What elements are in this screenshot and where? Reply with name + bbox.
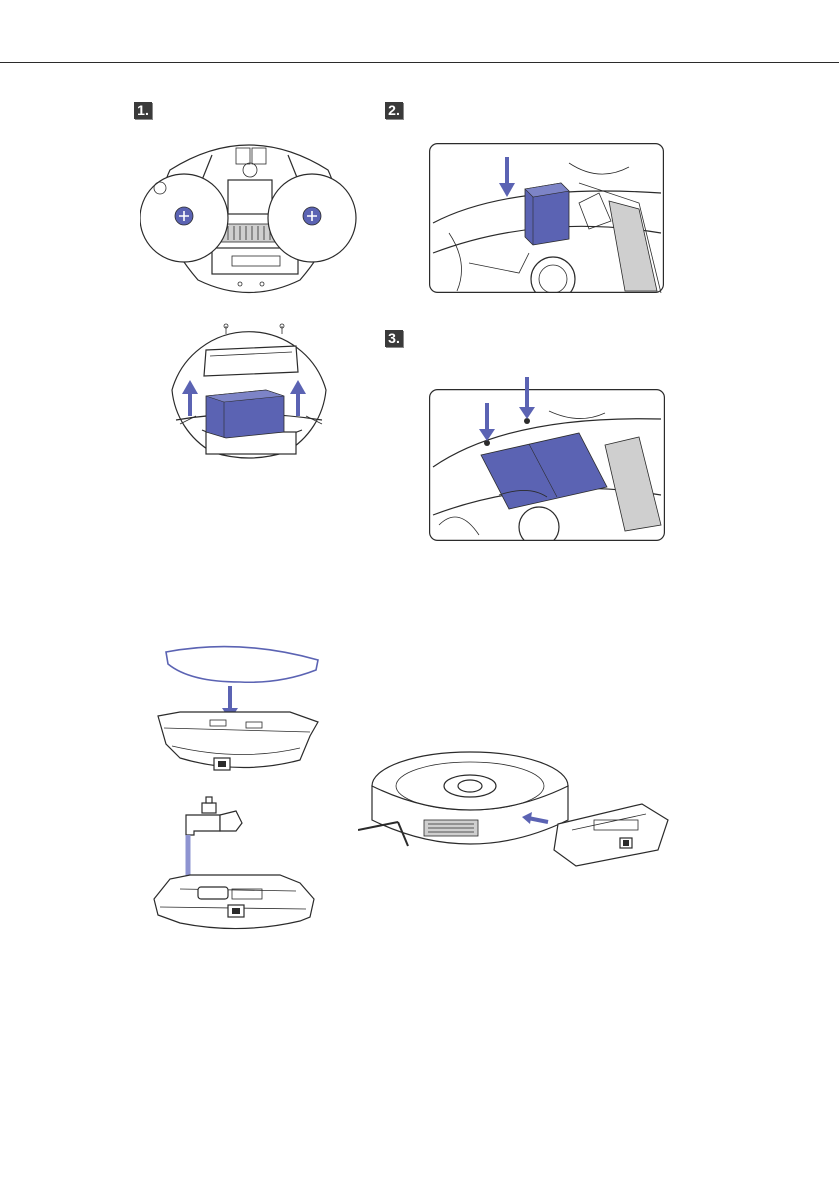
- battery-removal-figure: [166, 320, 332, 462]
- step-badge-2: 2.: [385, 102, 403, 119]
- tank-install-robot-figure: [358, 738, 688, 888]
- page-top-rule: [0, 62, 839, 63]
- battery-cover-figure: [429, 375, 665, 541]
- battery-insert-figure: [429, 143, 664, 293]
- robot-underside-figure: [140, 130, 358, 296]
- step-badge-1: 1.: [134, 102, 152, 119]
- mop-pad-attach-figure: [150, 640, 326, 780]
- tank-refill-figure: [150, 795, 326, 935]
- step-badge-3: 3.: [385, 330, 403, 347]
